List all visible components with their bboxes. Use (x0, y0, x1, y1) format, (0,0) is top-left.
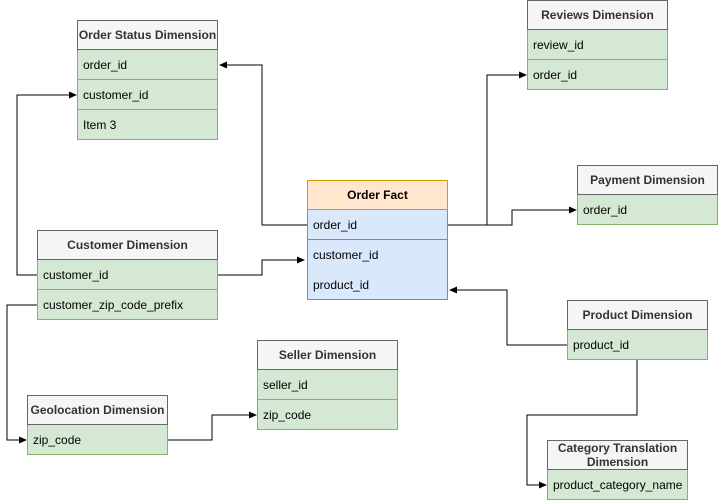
table-header: Customer Dimension (37, 230, 218, 260)
connector-product-to-category-translation (526, 360, 638, 489)
table-header: Reviews Dimension (527, 0, 668, 30)
field-product-id: product_id (567, 330, 708, 360)
table-header: Order Fact (307, 180, 448, 210)
connector-product-to-fact (449, 286, 567, 346)
connector-customer-to-fact (217, 256, 305, 276)
table-header: Payment Dimension (577, 165, 718, 195)
field-customer-id: customer_id (77, 80, 218, 110)
field-product-category-name: product_category_name (547, 470, 688, 500)
field-zip-code: zip_code (27, 425, 168, 455)
table-payment-dimension[interactable]: Payment Dimension order_id (577, 165, 718, 225)
table-header: Product Dimension (567, 300, 708, 330)
table-product-dimension[interactable]: Product Dimension product_id (567, 300, 708, 360)
table-header: Geolocation Dimension (27, 395, 168, 425)
field-customer-id: customer_id (313, 248, 379, 262)
connector-geolocation-to-seller (167, 411, 257, 441)
field-review-id: review_id (527, 30, 668, 60)
table-customer-dimension[interactable]: Customer Dimension customer_id customer_… (37, 230, 218, 320)
field-zip-code: zip_code (257, 400, 398, 430)
table-geolocation-dimension[interactable]: Geolocation Dimension zip_code (27, 395, 168, 455)
table-category-translation-dimension[interactable]: Category Translation Dimension product_c… (547, 440, 688, 500)
connector-fact-to-payment (447, 206, 577, 226)
connector-customer-to-order-status (16, 91, 77, 276)
table-reviews-dimension[interactable]: Reviews Dimension review_id order_id (527, 0, 668, 90)
table-header: Seller Dimension (257, 340, 398, 370)
field-customer-zip-code-prefix: customer_zip_code_prefix (37, 290, 218, 320)
table-order-status-dimension[interactable]: Order Status Dimension order_id customer… (77, 20, 218, 140)
field-order-id: order_id (577, 195, 718, 225)
field-order-id: order_id (77, 50, 218, 80)
connector-fact-to-reviews (447, 71, 527, 226)
table-seller-dimension[interactable]: Seller Dimension seller_id zip_code (257, 340, 398, 430)
connector-customer-zip-to-geolocation (6, 304, 37, 444)
field-customer-id: customer_id (37, 260, 218, 290)
connector-fact-order-to-order-status (219, 61, 307, 226)
field-product-id: product_id (313, 277, 370, 292)
field-seller-id: seller_id (257, 370, 398, 400)
field-order-id: order_id (527, 60, 668, 90)
table-header: Category Translation Dimension (547, 440, 688, 470)
fact-fields: order_id customer_id product_id (307, 210, 448, 300)
field-order-id: order_id (308, 210, 447, 240)
field-item-3: Item 3 (77, 110, 218, 140)
table-header: Order Status Dimension (77, 20, 218, 50)
table-order-fact[interactable]: Order Fact order_id customer_id product_… (307, 180, 448, 300)
